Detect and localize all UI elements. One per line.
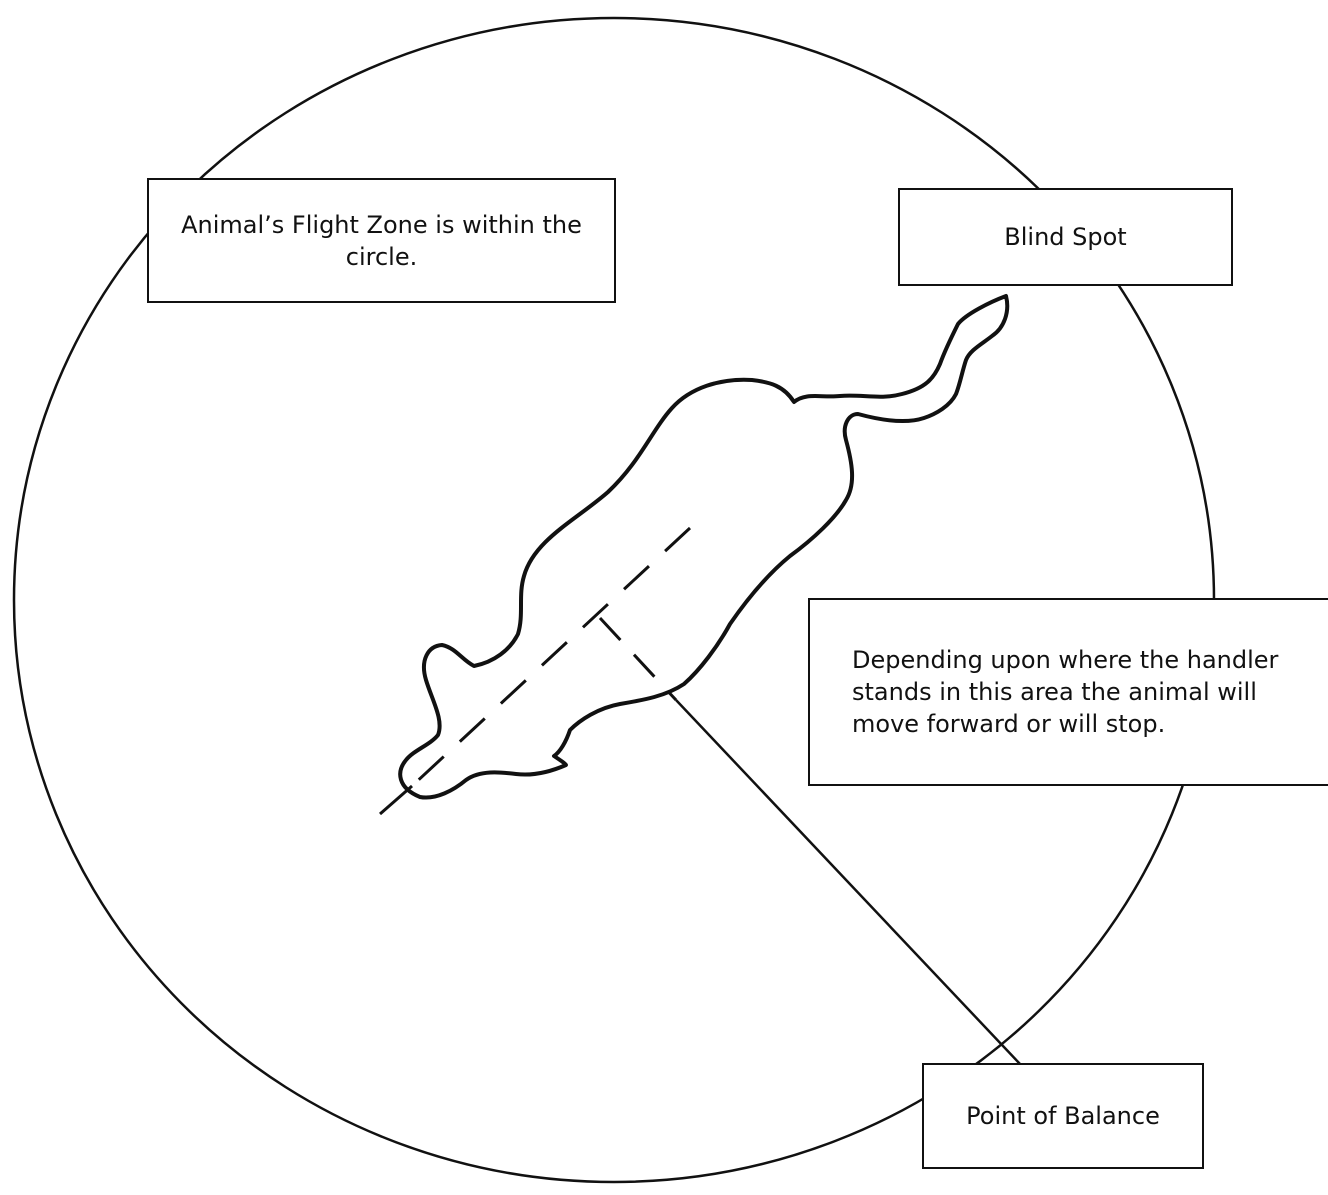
animal-silhouette — [398, 294, 1010, 800]
point-of-balance-line — [675, 699, 1021, 1065]
point-of-balance-dashed-line — [598, 616, 678, 702]
flight-zone-label-box: Animal’s Flight Zone is within the circl… — [147, 178, 616, 303]
blind-spot-label-box: Blind Spot — [898, 188, 1233, 286]
point-of-balance-label: Point of Balance — [966, 1102, 1160, 1130]
blind-spot-label: Blind Spot — [1004, 223, 1127, 251]
handler-area-label: Depending upon where the handler stands … — [852, 646, 1279, 738]
point-of-balance-label-box: Point of Balance — [922, 1063, 1204, 1169]
spine-dashed-line — [410, 526, 692, 788]
spine-extension-line — [379, 784, 413, 816]
handler-area-label-box: Depending upon where the handler stands … — [808, 598, 1328, 786]
flight-zone-label: Animal’s Flight Zone is within the circl… — [181, 210, 582, 271]
